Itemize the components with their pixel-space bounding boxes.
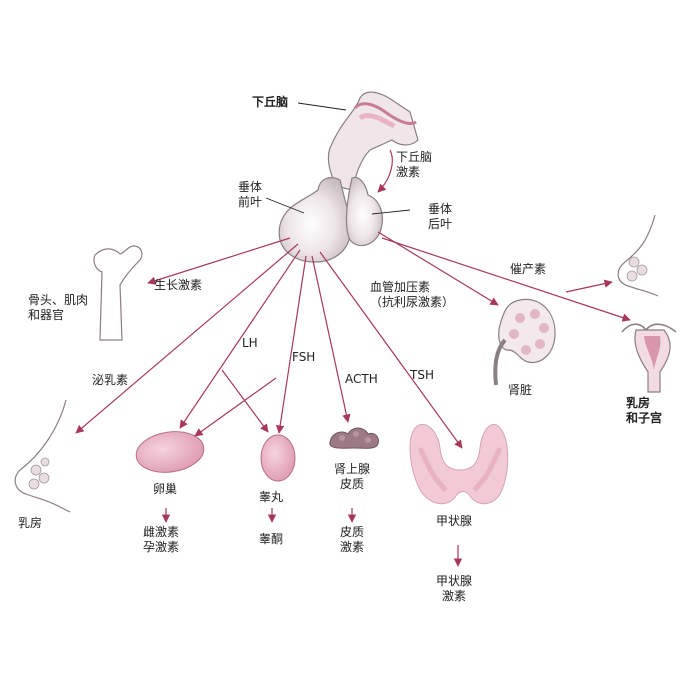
breast-right-illustration <box>617 214 659 297</box>
testis-illustration <box>260 434 296 482</box>
arrow-hypothalamic-hormone <box>377 149 393 193</box>
thyroid-illustration <box>409 423 509 505</box>
arrow-fsh-testis <box>275 255 307 434</box>
label-anterior-pituitary: 垂体 前叶 <box>238 180 263 209</box>
label-testis: 睾丸 <box>259 490 284 504</box>
label-thyroid: 甲状腺 <box>436 514 473 528</box>
arrow-acth <box>311 255 351 423</box>
pituitary-illustration <box>278 176 383 263</box>
label-ovary: 卵巢 <box>153 482 178 496</box>
arrow-tsh <box>319 251 463 449</box>
label-tsh: TSH <box>410 368 434 382</box>
arrow-lh-ovary <box>179 249 301 429</box>
arrow-lh-testis <box>221 369 269 433</box>
label-growth-hormone: 生长激素 <box>154 278 203 292</box>
adrenal-illustration <box>329 427 379 449</box>
arrow-growth-hormone <box>147 237 291 285</box>
label-kidney: 肾脏 <box>508 383 533 397</box>
label-posterior-pituitary: 垂体 后叶 <box>428 202 453 231</box>
label-hypothalamus: 下丘脑 <box>252 95 289 109</box>
label-prolactin: 泌乳素 <box>92 373 129 387</box>
label-oxytocin: 催产素 <box>510 262 547 276</box>
leader-lines <box>265 102 411 215</box>
label-fsh: FSH <box>292 350 316 364</box>
label-estrogen-progesterone: 雌激素 孕激素 <box>143 525 180 554</box>
arrow-vasopressin <box>377 231 499 306</box>
label-corticosteroid: 皮质 激素 <box>340 525 365 554</box>
label-vasopressin: 血管加压素 （抗利尿激素） <box>370 280 455 309</box>
breast-left-illustration <box>14 399 71 513</box>
label-adrenal-cortex: 肾上腺 皮质 <box>334 462 371 491</box>
label-hypothalamic-hormone: 下丘脑 激素 <box>396 150 433 179</box>
arrow-fsh-ovary <box>194 377 277 437</box>
label-lh: LH <box>242 336 258 350</box>
label-thyroid-hormone: 甲状腺 激素 <box>436 574 473 603</box>
label-breast-uterus: 乳房 和子宫 <box>626 396 663 425</box>
arrow-oxytocin-breast <box>565 279 613 293</box>
label-testosterone: 睾酮 <box>259 532 284 546</box>
label-breast-left: 乳房 <box>18 516 43 530</box>
arrows <box>75 149 631 567</box>
uterus-illustration <box>621 323 677 393</box>
arrow-prolactin <box>75 243 299 434</box>
kidney-illustration <box>493 298 556 386</box>
label-acth: ACTH <box>345 372 378 386</box>
arrow-oxytocin <box>381 237 631 322</box>
bone-illustration <box>93 245 143 341</box>
label-bone-muscle: 骨头、肌肉 和器官 <box>28 293 89 322</box>
ovary-illustration <box>135 431 205 473</box>
